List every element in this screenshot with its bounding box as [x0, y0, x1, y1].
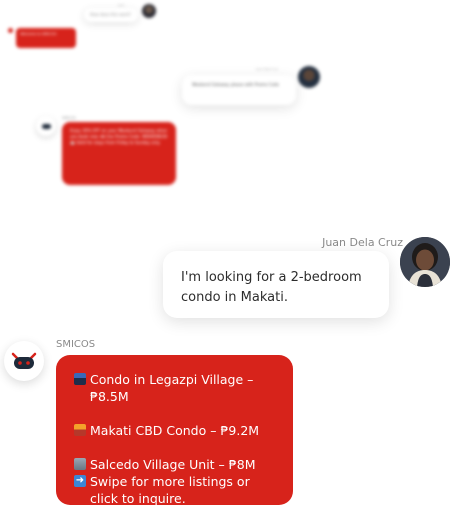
user-sender-name: Juan Dela Cruz — [322, 236, 403, 249]
bot-sender-label: SMICOS — [62, 116, 76, 120]
swipe-hint-text: Swipe for more listings or click to inqu… — [90, 474, 250, 506]
bot-avatar — [36, 116, 56, 136]
bot-message-bubble: Welcome to SMICOS! — [16, 28, 76, 48]
user-message-bubble: I'm looking for a 2-bedroom condo in Mak… — [163, 251, 389, 318]
bot-avatar — [8, 28, 13, 33]
user-message-bubble: How does this work? — [84, 8, 138, 22]
promo-message-bubble: Enjoy 30% OFF on your Weekend Getaway wh… — [62, 122, 176, 185]
bot-avatar — [4, 341, 44, 381]
user-avatar — [298, 66, 320, 88]
office-building-icon — [74, 458, 86, 470]
user-message-bubble: Weekend Getaway please with Promo Code — [182, 75, 296, 105]
swipe-hint-line: ➜ Swipe for more listings or click to in… — [74, 473, 275, 507]
listing-line: Salcedo Village Unit – ₱8M — [74, 456, 275, 473]
robot-icon — [11, 352, 37, 369]
listing-line: Makati CBD Condo – ₱9.2M — [74, 422, 275, 439]
right-arrow-icon: ➜ — [74, 475, 86, 487]
user-avatar — [142, 4, 156, 18]
sender-name: Juan — [118, 3, 125, 7]
user-avatar — [400, 237, 450, 287]
listing-text: Makati CBD Condo – ₱9.2M — [90, 423, 260, 438]
bot-sender-label: SMICOS — [56, 339, 96, 350]
sunset-city-icon — [74, 424, 86, 436]
bot-message-bubble: Condo in Legazpi Village – ₱8.5M Makati … — [56, 355, 293, 507]
listing-text: Condo in Legazpi Village – ₱8.5M — [90, 372, 254, 404]
listing-text: Salcedo Village Unit – ₱8M — [90, 457, 256, 472]
listing-line: Condo in Legazpi Village – ₱8.5M — [74, 371, 275, 405]
cityscape-icon — [74, 373, 86, 385]
user-portrait-icon — [400, 237, 450, 287]
sender-name: Juan Dela Cruz — [256, 67, 279, 71]
